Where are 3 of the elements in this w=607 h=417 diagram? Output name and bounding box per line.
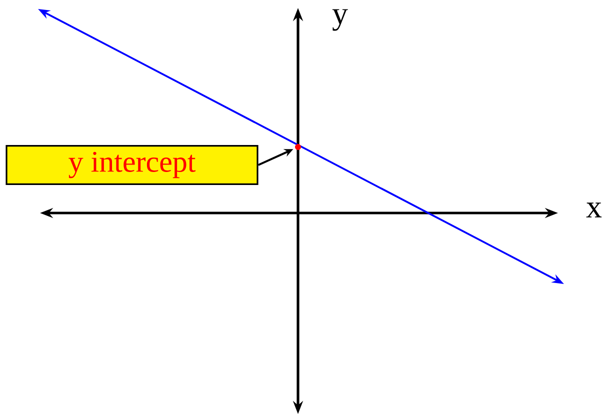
axis-label: x bbox=[586, 202, 602, 218]
label-box: y intercept bbox=[6, 145, 258, 185]
axis-label: y bbox=[332, 9, 348, 31]
